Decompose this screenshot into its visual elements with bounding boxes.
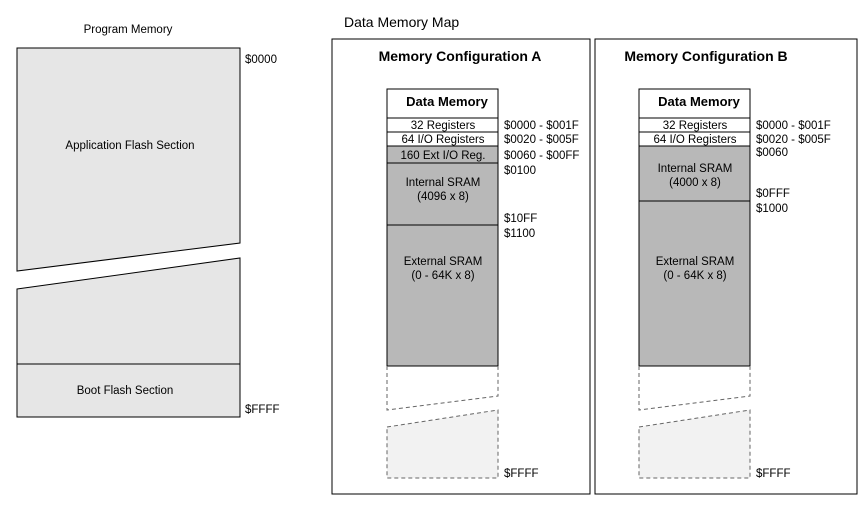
config-a-addr-internal-end: $10FF xyxy=(504,213,537,225)
config-a-addr-registers: $0000 - $001F xyxy=(504,120,579,132)
boot-flash-section xyxy=(16,363,241,418)
application-flash-section xyxy=(16,47,241,272)
config-b-external-sram xyxy=(638,200,751,367)
program-memory-title: Program Memory xyxy=(84,24,173,36)
config-b-addr-end: $FFFF xyxy=(756,468,791,480)
config-b-dashed-gap-upper xyxy=(638,366,751,411)
config-b-frame xyxy=(594,38,858,495)
config-a-external-sram-label: External SRAM xyxy=(404,256,483,268)
memory-configuration-b: Memory Configuration B Data Memory 32 Re… xyxy=(594,38,858,495)
config-a-ext-io: 160 Ext I/O Reg. xyxy=(400,150,485,162)
config-a-internal-sram xyxy=(386,162,499,226)
config-a-addr-internal-start: $0100 xyxy=(504,165,536,177)
application-flash-continuation xyxy=(16,257,241,365)
config-a-header-cell xyxy=(386,88,499,119)
config-a-internal-sram-size: (4096 x 8) xyxy=(417,191,469,203)
program-memory: Program Memory Application Flash Section… xyxy=(16,24,280,418)
config-b-external-sram-size: (0 - 64K x 8) xyxy=(663,270,726,282)
config-a-external-sram-size: (0 - 64K x 8) xyxy=(411,270,474,282)
config-b-addr-external-start: $1000 xyxy=(756,203,788,215)
program-end-address: $FFFF xyxy=(245,404,280,416)
config-a-internal-sram-label: Internal SRAM xyxy=(406,177,481,189)
config-b-addr-io: $0020 - $005F xyxy=(756,134,831,146)
config-b-addr-internal-end: $0FFF xyxy=(756,188,790,200)
config-b-io-registers: 64 I/O Registers xyxy=(653,134,736,146)
config-a-dashed-lower-region xyxy=(386,409,499,479)
config-a-dashed-gap-upper xyxy=(386,366,499,411)
config-b-addr-registers: $0000 - $001F xyxy=(756,120,831,132)
config-a-registers: 32 Registers xyxy=(411,120,476,132)
program-start-address: $0000 xyxy=(245,54,277,66)
boot-flash-label: Boot Flash Section xyxy=(77,385,174,397)
config-b-external-sram-label: External SRAM xyxy=(656,256,735,268)
config-a-addr-ext-io: $0060 - $00FF xyxy=(504,150,579,162)
config-b-title: Memory Configuration B xyxy=(624,48,787,64)
config-b-registers: 32 Registers xyxy=(663,120,728,132)
application-flash-label: Application Flash Section xyxy=(65,140,194,152)
config-a-header: Data Memory xyxy=(406,94,488,109)
config-a-addr-io: $0020 - $005F xyxy=(504,134,579,146)
config-a-io-registers: 64 I/O Registers xyxy=(401,134,484,146)
config-a-external-sram xyxy=(386,224,499,367)
config-b-addr-internal-start: $0060 xyxy=(756,147,788,159)
config-b-internal-sram-size: (4000 x 8) xyxy=(669,177,721,189)
memory-configuration-a: Memory Configuration A Data Memory 32 Re… xyxy=(331,38,591,495)
config-b-header: Data Memory xyxy=(658,94,740,109)
config-a-title: Memory Configuration A xyxy=(379,48,542,64)
config-b-dashed-lower-region xyxy=(638,409,751,479)
config-a-frame xyxy=(331,38,591,495)
data-memory-map-title: Data Memory Map xyxy=(344,14,459,30)
config-b-internal-sram xyxy=(638,145,751,202)
config-a-addr-external-start: $1100 xyxy=(504,228,535,240)
config-b-internal-sram-label: Internal SRAM xyxy=(658,163,733,175)
config-a-addr-end: $FFFF xyxy=(504,468,539,480)
